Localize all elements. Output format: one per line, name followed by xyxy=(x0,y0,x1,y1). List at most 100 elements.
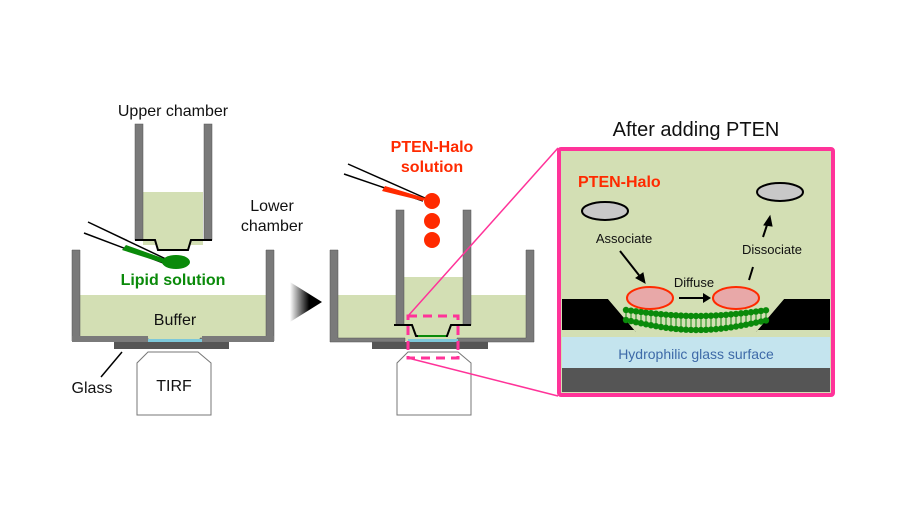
upper-chamber-label: Upper chamber xyxy=(118,103,229,120)
buffer-label: Buffer xyxy=(154,312,197,329)
lipid-head xyxy=(647,322,655,329)
tirf-label: TIRF xyxy=(156,378,192,395)
lipid-head xyxy=(742,309,750,317)
lipid-head xyxy=(732,323,740,330)
lipid-head xyxy=(707,312,715,319)
lipid-head xyxy=(652,310,660,317)
lipid-head xyxy=(627,307,635,314)
upper-chamber-wall-right xyxy=(203,123,213,241)
lipid-head xyxy=(752,308,760,315)
lipid-head xyxy=(682,326,690,333)
mid-glass-window xyxy=(408,339,458,342)
lipid-head xyxy=(727,311,735,318)
lipid-head xyxy=(667,325,675,332)
left-panel: Upper chamber Lower chamber Lipid soluti… xyxy=(72,103,304,416)
lipid-head xyxy=(682,312,690,320)
lipid-head xyxy=(677,326,685,333)
pten-drop-2 xyxy=(424,213,440,229)
bound-pten-right xyxy=(712,286,760,310)
lipid-head xyxy=(652,322,660,330)
lipid-solution-label: Lipid solution xyxy=(121,272,226,289)
lower-chamber-label-line2: chamber xyxy=(241,218,304,235)
mid-tirf-objective xyxy=(396,351,472,416)
lipid-head xyxy=(697,312,705,320)
upper-chamber-buffer xyxy=(143,192,203,245)
lower-chamber-label-line1: Lower xyxy=(250,198,294,215)
upper-chamber-membrane xyxy=(135,239,212,251)
lipid-head xyxy=(657,310,665,318)
lipid-head xyxy=(647,309,655,317)
lipid-droplet xyxy=(162,255,190,269)
lipid-head xyxy=(737,310,745,317)
lipid-head xyxy=(722,311,730,319)
lipid-head xyxy=(662,324,670,331)
lower-chamber-buffer xyxy=(76,295,271,341)
glass-slide xyxy=(114,342,229,349)
lipid-head xyxy=(642,321,650,328)
lipid-head xyxy=(662,311,670,318)
lipid-head xyxy=(697,326,705,334)
lipid-head xyxy=(642,309,650,316)
mid-upper-wall-right xyxy=(462,209,472,326)
lipid-head xyxy=(707,326,715,333)
upper-chamber-wall-left xyxy=(134,123,144,241)
mid-lower-chamber-wall-left xyxy=(329,249,406,343)
pipette-pten xyxy=(343,163,426,202)
lower-chamber-floor-right xyxy=(202,336,274,342)
lipid-head xyxy=(762,307,770,314)
glass-pointer-line xyxy=(100,351,123,378)
tirf-objective xyxy=(136,351,212,416)
lipid-head xyxy=(712,325,720,333)
pten-solution-label-line1: PTEN-Halo xyxy=(391,139,474,156)
lipid-head xyxy=(637,320,645,327)
mid-glass-slide xyxy=(372,342,488,349)
lipid-head xyxy=(747,309,755,316)
lipid-head xyxy=(672,312,680,319)
lipid-head xyxy=(747,320,755,327)
pten-drop-1 xyxy=(424,193,440,209)
pipette-lipid xyxy=(83,221,169,265)
callout-title: After adding PTEN xyxy=(613,119,780,141)
lipid-head xyxy=(632,318,640,326)
lipid-head xyxy=(657,323,665,331)
lipid-head xyxy=(722,324,730,332)
glass-surface-layer xyxy=(562,337,830,368)
lipid-head xyxy=(712,312,720,319)
glass-base-layer xyxy=(562,368,830,392)
lipid-head xyxy=(737,322,745,329)
callout-line-bottom xyxy=(407,357,559,397)
surface-label: Hydrophilic glass surface xyxy=(618,346,774,362)
dissociate-arrow-icon xyxy=(748,214,773,281)
middle-panel: PTEN-Halo solution xyxy=(329,139,559,416)
associate-arrow-icon xyxy=(619,250,646,284)
glass-window xyxy=(148,339,202,342)
lipid-head xyxy=(632,308,640,315)
lower-chamber-floor-left xyxy=(72,336,148,342)
pten-halo-label: PTEN-Halo xyxy=(578,174,661,191)
pten-drop-3 xyxy=(424,232,440,248)
lipid-head xyxy=(667,311,675,319)
lipid-head xyxy=(717,325,725,332)
lipid-head xyxy=(717,311,725,319)
lipid-head xyxy=(757,318,765,325)
lipid-head xyxy=(622,316,630,324)
lipid-head xyxy=(702,312,710,320)
lipid-bilayer xyxy=(622,306,770,334)
callout-line-top xyxy=(407,147,559,317)
lipid-head xyxy=(677,312,685,319)
transition-arrow-icon xyxy=(290,282,322,322)
free-pten-left xyxy=(581,201,629,221)
bound-pten-left xyxy=(626,286,674,310)
lipid-head xyxy=(637,308,645,316)
lipid-head xyxy=(672,325,680,333)
lipid-head xyxy=(687,326,695,334)
lipid-head xyxy=(742,321,750,328)
lipid-head xyxy=(687,312,695,320)
lipid-head xyxy=(732,310,740,318)
free-pten-right xyxy=(756,182,804,202)
lipid-head xyxy=(702,326,710,334)
lipid-head xyxy=(752,319,760,326)
glass-label: Glass xyxy=(72,380,113,397)
lipid-head xyxy=(762,317,770,324)
